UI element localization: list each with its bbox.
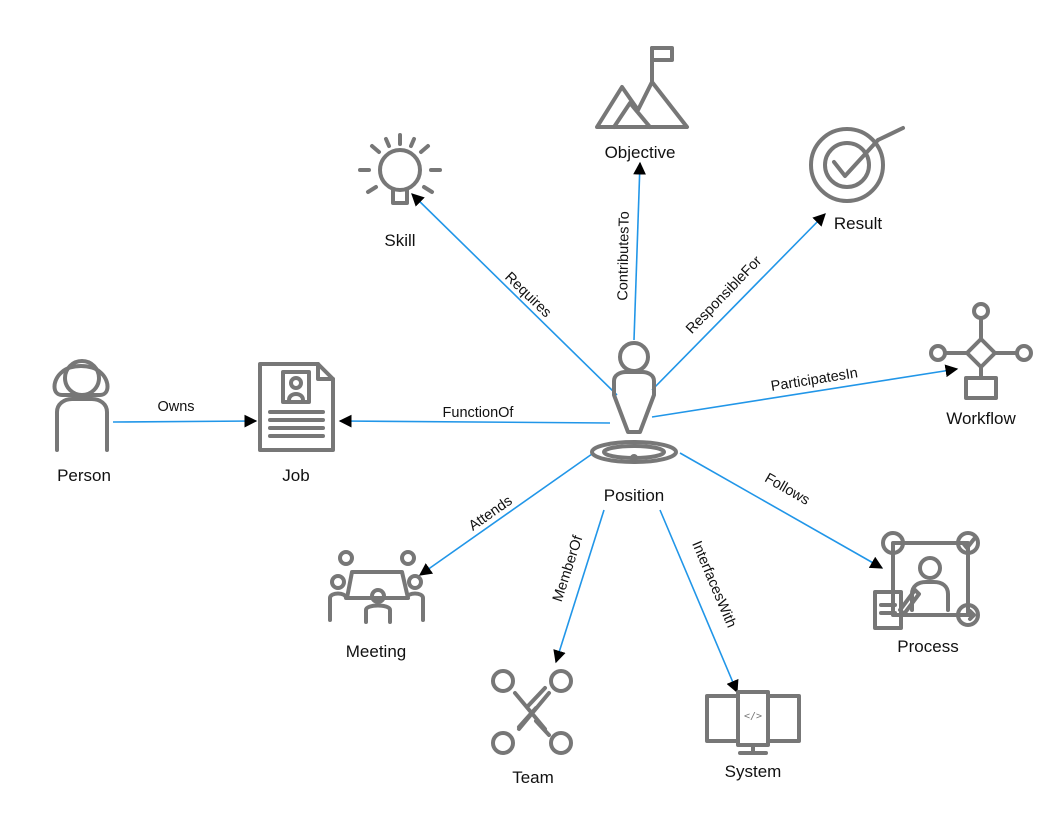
edge-owns <box>112 414 258 428</box>
edge-label-responsible-for: ResponsibleFor <box>683 253 765 337</box>
meeting-icon <box>328 550 425 624</box>
node-label-skill: Skill <box>384 231 416 250</box>
edge-label-member-of: MemberOf <box>550 533 587 604</box>
node-label-position: Position <box>603 486 665 505</box>
node-label-meeting: Meeting <box>345 642 407 661</box>
node-label-result: Result <box>833 214 883 233</box>
team-icon <box>491 669 573 755</box>
edge-label-function-of: FunctionOf <box>443 405 515 421</box>
edge-follows <box>679 452 884 569</box>
svg-text:</>: </> <box>744 711 762 722</box>
edge-interfaces-with <box>659 509 739 694</box>
node-label-person: Person <box>57 466 111 485</box>
edge-contributes-to <box>633 161 647 341</box>
node-label-objective: Objective <box>604 143 676 162</box>
position-pin-icon <box>590 341 678 464</box>
edge-participates-in <box>651 364 959 418</box>
node-label-team: Team <box>512 768 554 787</box>
node-label-system: System <box>724 762 782 781</box>
edge-requires <box>411 193 618 396</box>
edge-label-requires: Requires <box>501 269 554 321</box>
node-label-process: Process <box>897 637 959 656</box>
mountain-flag-icon <box>595 46 689 129</box>
target-check-icon <box>809 126 905 203</box>
node-label-job: Job <box>282 466 310 485</box>
edge-label-contributes-to: ContributesTo <box>615 211 633 301</box>
edge-label-interfaces-with: InterfacesWith <box>688 539 739 631</box>
edge-attends <box>418 453 593 576</box>
node-label-workflow: Workflow <box>946 409 1016 428</box>
edge-label-owns: Owns <box>157 399 194 415</box>
edge-label-participates-in: ParticipatesIn <box>770 365 859 395</box>
job-document-icon <box>258 362 335 452</box>
lightbulb-icon <box>358 133 442 205</box>
monitors-code-icon: </> <box>705 690 801 755</box>
edge-responsible-for <box>651 213 826 391</box>
process-icon <box>873 531 980 630</box>
edge-member-of <box>553 509 605 664</box>
person-icon <box>52 359 110 452</box>
workflow-icon <box>929 302 1033 400</box>
edge-function-of <box>338 414 611 428</box>
